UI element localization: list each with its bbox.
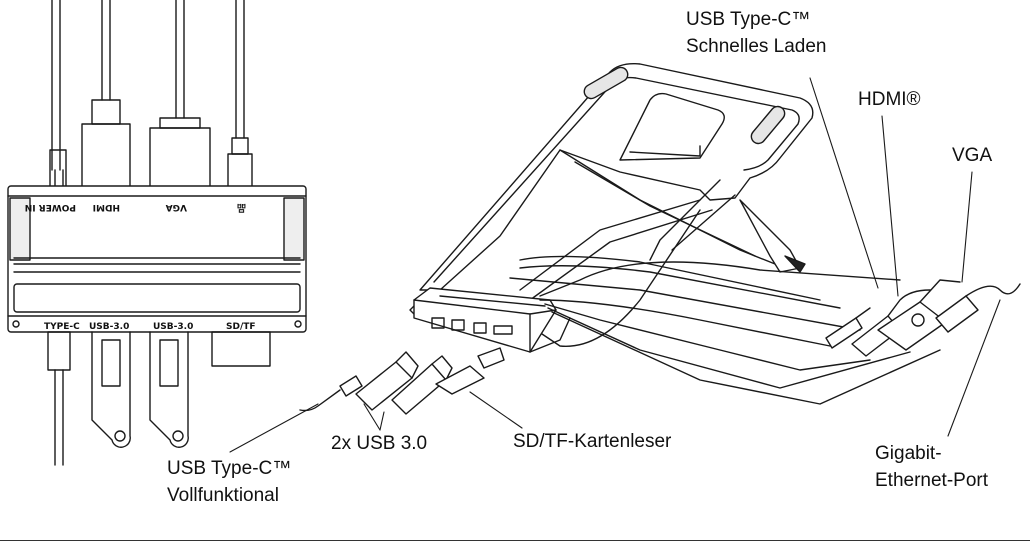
right-connectors — [825, 279, 1021, 357]
callout-usbc-full: USB Type-C™ Vollfunktional — [167, 455, 291, 509]
callout-usbc-full-line1: USB Type-C™ — [167, 458, 292, 479]
callout-ethernet: Gigabit- Ethernet-Port — [875, 440, 988, 494]
label-vga: VGA — [166, 202, 187, 212]
label-power-in: POWER IN — [25, 202, 76, 212]
bottom-plugs — [47, 331, 271, 466]
callout-vga-text: VGA — [952, 145, 993, 166]
stand-hub — [413, 287, 557, 353]
hub-bottom-labels: TYPE-C USB-3.0 USB-3.0 SD/TF — [44, 322, 256, 332]
callout-sd-reader: SD/TF-Kartenleser — [513, 428, 671, 455]
callout-sd-reader-text: SD/TF-Kartenleser — [513, 431, 672, 452]
label-sd-tf: SD/TF — [226, 322, 256, 332]
hub-top-labels: POWER IN HDMI VGA 品 — [25, 202, 246, 213]
callout-hdmi: HDMI® — [858, 86, 921, 113]
label-type-c: TYPE-C — [44, 322, 80, 332]
leader-ethernet — [947, 299, 1001, 437]
callout-vga: VGA — [952, 142, 992, 169]
callout-usbc-full-line2: Vollfunktional — [167, 485, 279, 506]
hub-front-view: POWER IN HDMI VGA 品 TYPE-C USB-3.0 USB-3… — [7, 0, 307, 466]
callout-usb3: 2x USB 3.0 — [331, 430, 427, 457]
label-hdmi: HDMI — [93, 202, 120, 212]
leader-lines — [229, 77, 1001, 453]
callout-usbc-fast-charge: USB Type-C™ Schnelles Laden — [686, 6, 827, 60]
leader-usbc-full — [229, 403, 319, 453]
leader-hdmi — [881, 115, 899, 297]
callout-usbc-fast-charge-line1: USB Type-C™ — [686, 9, 811, 30]
leader-vga — [961, 171, 973, 283]
callout-ethernet-line1: Gigabit- — [875, 443, 942, 464]
laptop-stand — [409, 62, 814, 353]
top-cables — [49, 0, 253, 189]
label-usb30-a: USB-3.0 — [89, 322, 129, 332]
leader-usb3-a — [363, 403, 381, 431]
callout-usb3-text: 2x USB 3.0 — [331, 433, 428, 454]
leader-sd — [469, 391, 523, 429]
usb-devices — [299, 347, 505, 415]
leader-usbc-fast — [809, 77, 879, 289]
callout-usbc-fast-charge-line2: Schnelles Laden — [686, 36, 827, 57]
hub-body — [7, 185, 307, 333]
label-usb30-b: USB-3.0 — [153, 322, 193, 332]
callout-ethernet-line2: Ethernet-Port — [875, 470, 988, 491]
label-ethernet: 品 — [237, 202, 246, 213]
callout-hdmi-text: HDMI® — [858, 89, 921, 110]
stand-cables — [509, 255, 941, 405]
bottom-rule — [0, 540, 1030, 541]
leader-usb3-b — [379, 411, 385, 431]
